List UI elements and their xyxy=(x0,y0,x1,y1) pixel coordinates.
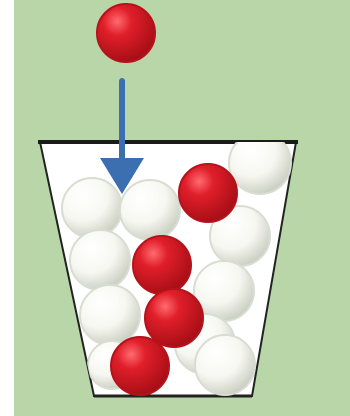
red-ball xyxy=(133,236,191,294)
red-ball xyxy=(179,164,237,222)
red-ball xyxy=(145,289,203,347)
white-ball xyxy=(120,180,180,240)
white-ball xyxy=(80,285,140,345)
white-ball xyxy=(70,230,130,290)
red-ball xyxy=(111,337,169,395)
white-ball xyxy=(195,335,255,395)
white-ball xyxy=(62,178,122,238)
falling-red-ball xyxy=(97,4,155,62)
